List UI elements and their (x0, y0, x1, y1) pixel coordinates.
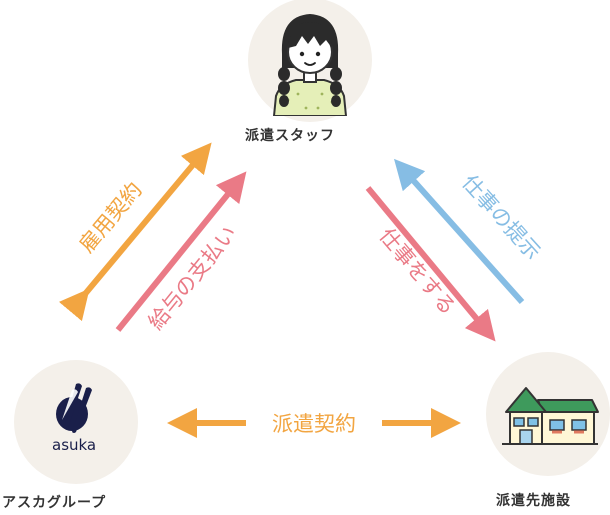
employment-arrow (58, 142, 212, 322)
staff-avatar-icon (272, 14, 348, 116)
asuka-logo-text: asuka (52, 436, 97, 454)
staff-label: 派遣スタッフ (245, 128, 335, 144)
work-offer-label: 仕事の提示 (457, 170, 545, 264)
work-offer-arrow (394, 158, 525, 304)
do-work-label: 仕事をする (374, 224, 460, 320)
asuka-label: アスカグループ (2, 495, 107, 511)
salary-arrow (115, 171, 247, 332)
dispatch-label: 派遣契約 (272, 412, 356, 436)
asuka-logo-icon (56, 383, 92, 433)
do-work-arrow (365, 186, 496, 342)
facility-label: 派遣先施設 (496, 493, 571, 509)
employment-label: 雇用契約 (74, 178, 146, 258)
facility-house-icon (502, 387, 599, 445)
